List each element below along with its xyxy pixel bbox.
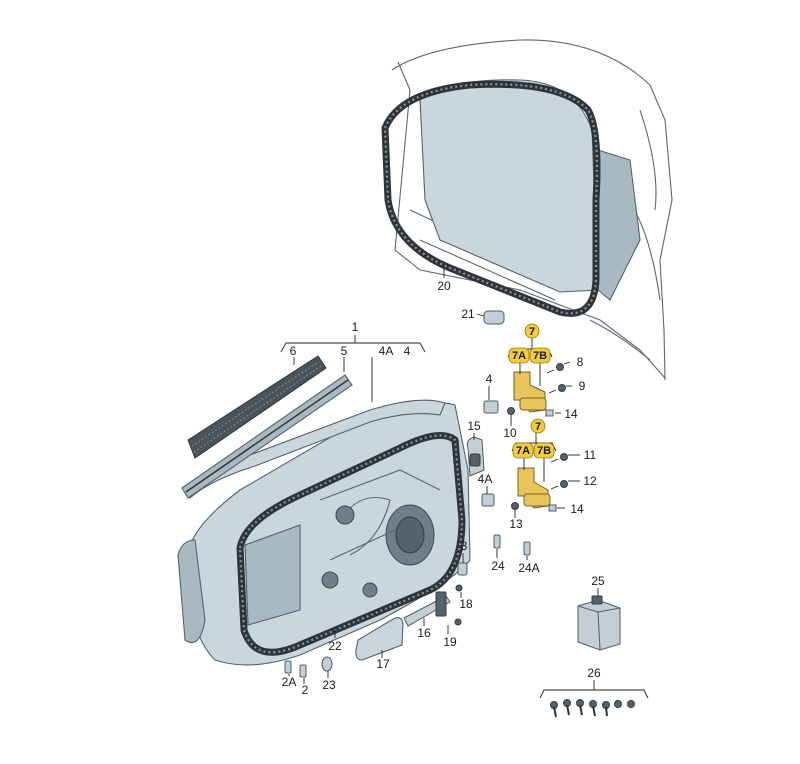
callout-8: 8 bbox=[577, 355, 584, 369]
trim-strip-5 bbox=[181, 374, 353, 499]
bolt-5 bbox=[602, 701, 610, 717]
door-inner-seal bbox=[236, 432, 466, 656]
part-16-bracket bbox=[403, 584, 463, 627]
callout-11: 11 bbox=[584, 448, 597, 462]
badge-7A-lower bbox=[512, 442, 534, 459]
callout-19: 19 bbox=[443, 635, 457, 649]
callout-4: 4 bbox=[486, 372, 493, 386]
callout-4-top: 4 bbox=[404, 344, 411, 358]
callout-16: 16 bbox=[417, 626, 431, 640]
callout-3: 3 bbox=[461, 539, 468, 553]
hinge-bolts bbox=[507, 363, 568, 512]
callout-25: 25 bbox=[591, 574, 605, 588]
callout-14-lower: 14 bbox=[570, 502, 584, 516]
callout-6: 6 bbox=[290, 344, 297, 358]
callout-2A: 2A bbox=[282, 675, 297, 689]
part-4A-block bbox=[481, 493, 495, 507]
callout-7B-lower: 7B bbox=[537, 445, 551, 457]
callout-12: 12 bbox=[583, 474, 597, 488]
badge-7-lower bbox=[530, 418, 546, 434]
callout-7-lower: 7 bbox=[535, 421, 541, 433]
callout-labels: 1 6 5 4A 4 20 21 7 7A 7B 8 9 4 10 14 15 … bbox=[282, 279, 605, 697]
body-door-seal bbox=[381, 80, 601, 317]
callout-22: 22 bbox=[328, 639, 342, 653]
trim-strip-6 bbox=[187, 355, 327, 459]
car-body-outline bbox=[391, 39, 673, 381]
part-26-bolt-set bbox=[550, 699, 635, 718]
callout-7A-upper: 7A bbox=[512, 350, 526, 362]
callout-17: 17 bbox=[376, 657, 390, 671]
bolt-3 bbox=[576, 699, 584, 716]
part-17-handle-cover bbox=[355, 617, 404, 661]
badge-7B-lower bbox=[533, 442, 555, 459]
callout-1: 1 bbox=[352, 320, 359, 334]
part-24A-stud bbox=[523, 541, 531, 556]
upper-hinge bbox=[513, 371, 547, 413]
callout-24A: 24A bbox=[518, 561, 539, 575]
badge-7-upper bbox=[524, 323, 540, 339]
bolt-2 bbox=[563, 699, 571, 716]
callout-20: 20 bbox=[437, 279, 451, 293]
part-24-stud bbox=[493, 534, 501, 549]
callout-7-upper: 7 bbox=[529, 326, 535, 338]
lower-hinge bbox=[517, 467, 551, 509]
callout-26: 26 bbox=[587, 666, 601, 680]
part-23-grommet bbox=[321, 656, 333, 672]
callout-21: 21 bbox=[461, 307, 475, 321]
callout-4A: 4A bbox=[478, 472, 493, 486]
callout-14-upper: 14 bbox=[564, 407, 578, 421]
part-3-bolt bbox=[457, 562, 468, 576]
callout-13: 13 bbox=[509, 517, 523, 531]
callout-23: 23 bbox=[322, 678, 336, 692]
callout-2: 2 bbox=[302, 683, 309, 697]
callout-24: 24 bbox=[491, 559, 505, 573]
callout-15: 15 bbox=[467, 419, 481, 433]
part-15-check-strap bbox=[466, 436, 485, 477]
callout-7A-lower: 7A bbox=[516, 445, 530, 457]
callout-9: 9 bbox=[579, 379, 586, 393]
callout-7B-upper: 7B bbox=[533, 350, 547, 362]
part-21-cap bbox=[483, 310, 505, 325]
part-4-block bbox=[483, 400, 499, 414]
bolt-7 bbox=[627, 700, 635, 708]
callout-4A-top: 4A bbox=[379, 344, 394, 358]
part-2-clip bbox=[299, 664, 307, 678]
part-25-container bbox=[577, 595, 621, 651]
callout-10: 10 bbox=[503, 426, 517, 440]
part-2A-clip bbox=[284, 660, 292, 674]
bolt-6 bbox=[614, 700, 622, 708]
badge-7B-upper bbox=[529, 347, 551, 364]
callout-5: 5 bbox=[341, 344, 348, 358]
callout-18: 18 bbox=[459, 597, 473, 611]
bolt-1 bbox=[550, 701, 558, 718]
badge-7A-upper bbox=[508, 347, 530, 364]
bolt-4 bbox=[589, 700, 597, 717]
